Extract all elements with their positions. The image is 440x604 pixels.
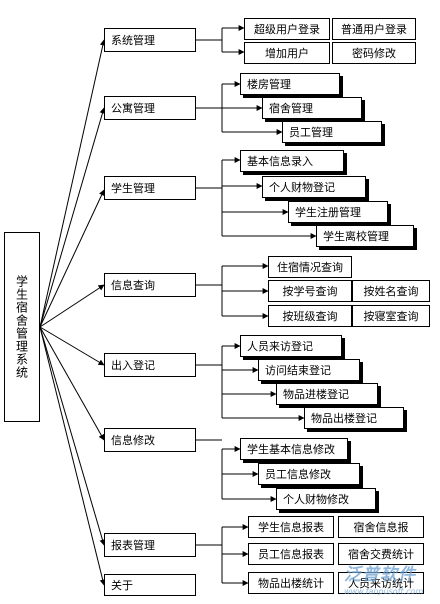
module-access-registration: 出入登记 xyxy=(104,353,196,377)
leaf-query-by-name: 按姓名查询 xyxy=(352,280,430,302)
leaf-dorm-info-report: 宿舍信息报 xyxy=(338,516,424,538)
leaf-query-by-class: 按班级查询 xyxy=(268,305,352,327)
leaf-student-leaving: 学生离校管理 xyxy=(316,225,414,247)
leaf-accommodation-query: 住宿情况查询 xyxy=(268,256,352,278)
watermark-text: 泛普软件 xyxy=(344,565,416,585)
module-report-management: 报表管理 xyxy=(104,533,196,557)
leaf-super-user-login: 超级用户登录 xyxy=(244,18,330,40)
module-info-modification: 信息修改 xyxy=(104,428,196,452)
leaf-student-info-edit: 学生基本信息修改 xyxy=(240,438,348,460)
module-apartment-management: 公寓管理 xyxy=(104,96,196,120)
module-student-management: 学生管理 xyxy=(104,176,196,200)
root-label: 学生宿舍管理系统 xyxy=(14,275,29,379)
leaf-personal-property: 个人财物登记 xyxy=(262,176,366,198)
module-about: 关于 xyxy=(104,574,196,596)
leaf-building-management: 楼房管理 xyxy=(240,73,340,95)
leaf-dorm-fee-statistics: 宿舍交费统计 xyxy=(338,543,424,565)
leaf-query-by-room: 按寝室查询 xyxy=(352,305,430,327)
leaf-dorm-management: 宿舍管理 xyxy=(262,97,362,119)
leaf-basic-info-entry: 基本信息录入 xyxy=(240,150,344,172)
module-system-management: 系统管理 xyxy=(104,28,196,52)
leaf-visitor-registration: 人员来访登记 xyxy=(240,335,342,357)
leaf-change-password: 密码修改 xyxy=(332,42,416,64)
leaf-goods-out-statistics: 物品出楼统计 xyxy=(248,572,334,594)
module-info-query: 信息查询 xyxy=(104,273,196,297)
leaf-add-user: 增加用户 xyxy=(244,42,330,64)
leaf-staff-info-report: 员工信息报表 xyxy=(248,543,334,565)
leaf-goods-in-registration: 物品进楼登记 xyxy=(276,383,378,405)
leaf-query-by-student-id: 按学号查询 xyxy=(268,280,352,302)
root-node: 学生宿舍管理系统 xyxy=(4,232,40,422)
leaf-staff-management: 员工管理 xyxy=(282,121,382,143)
leaf-staff-info-edit: 员工信息修改 xyxy=(258,463,360,485)
leaf-visitor-statistics: 人员来访统计 xyxy=(338,572,424,594)
leaf-property-edit: 个人财物修改 xyxy=(276,488,376,510)
watermark-logo: 泛普软件 www.fanpusoft.com xyxy=(344,560,436,600)
leaf-student-info-report: 学生信息报表 xyxy=(248,516,334,538)
leaf-visit-end-registration: 访问结束登记 xyxy=(258,359,360,381)
watermark-url: www.fanpusoft.com xyxy=(344,587,424,596)
leaf-student-registration: 学生注册管理 xyxy=(288,201,388,223)
leaf-goods-out-registration: 物品出楼登记 xyxy=(304,407,404,429)
leaf-normal-user-login: 普通用户登录 xyxy=(332,18,416,40)
